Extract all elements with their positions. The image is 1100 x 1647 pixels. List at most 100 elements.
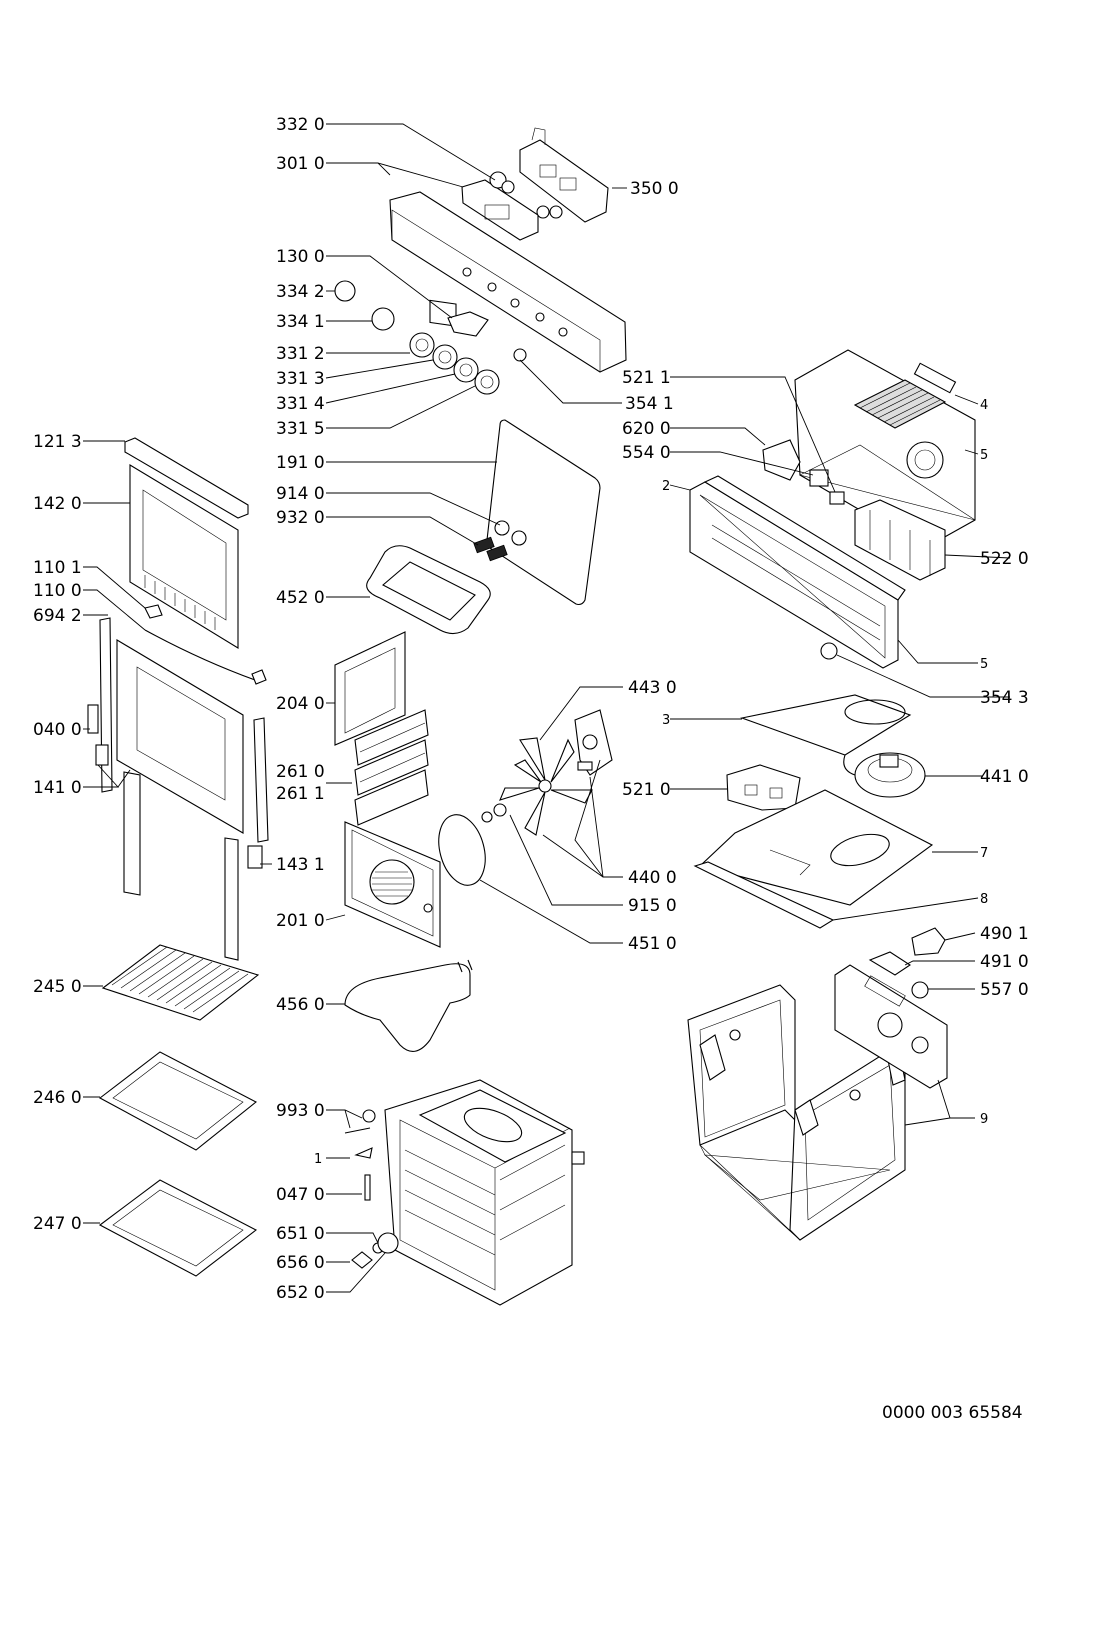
label-993-0: 993 0 — [276, 1101, 325, 1121]
label-261-0: 261 0 — [276, 762, 325, 782]
control-panel-group — [334, 127, 627, 395]
label-191-0: 191 0 — [276, 453, 325, 473]
inner-door-frame — [116, 639, 244, 834]
side-glass-left — [123, 771, 141, 896]
label-331-4: 331 4 — [276, 394, 325, 414]
door-strip — [144, 629, 256, 681]
label-354-3: 354 3 — [980, 688, 1029, 708]
label-110-1: 110 1 — [33, 558, 82, 578]
hinge-110-1 — [144, 604, 163, 619]
label-354-1: 354 1 — [625, 394, 674, 414]
label-521-1: 521 1 — [622, 368, 671, 388]
label-130-0: 130 0 — [276, 247, 325, 267]
label-694-2: 694 2 — [33, 606, 82, 626]
label-261-1: 261 1 — [276, 784, 325, 804]
part-labels: 332 0 301 0 350 0 130 0 334 2 334 1 331 … — [33, 115, 1029, 1423]
label-141-0: 141 0 — [33, 778, 82, 798]
knob-331-4 — [453, 357, 479, 383]
label-490-1: 490 1 — [980, 924, 1029, 944]
electronic-timer — [519, 127, 609, 223]
tray-246-0 — [98, 1051, 258, 1151]
label-452-0: 452 0 — [276, 588, 325, 608]
label-301-0: 301 0 — [276, 154, 325, 174]
door-outer-glass — [129, 464, 239, 649]
hinge-040-0 — [87, 704, 99, 734]
label-7: 7 — [980, 846, 988, 861]
module-521-0 — [726, 764, 801, 811]
label-491-0: 491 0 — [980, 952, 1029, 972]
panel-switch — [447, 311, 489, 337]
terminal-932-0 — [473, 536, 508, 562]
nut-915-0 — [493, 803, 507, 817]
switch-block — [854, 499, 946, 581]
bottom-element — [344, 963, 471, 1052]
label-451-0: 451 0 — [628, 934, 677, 954]
door-top-trim — [124, 437, 249, 519]
cooling-fan — [854, 752, 926, 798]
label-522-0: 522 0 — [980, 549, 1029, 569]
label-440-0: 440 0 — [628, 868, 677, 888]
indicator-lamp-354-3 — [820, 642, 838, 660]
label-8: 8 — [980, 892, 988, 907]
fan-cover — [344, 821, 441, 948]
label-047-0: 047 0 — [276, 1185, 325, 1205]
hinge-left — [99, 617, 113, 793]
leader-lines — [83, 123, 1011, 1293]
label-245-0: 245 0 — [33, 977, 82, 997]
label-247-0: 247 0 — [33, 1214, 82, 1234]
oven-cavity — [384, 1079, 585, 1306]
cooling-shroud — [794, 349, 976, 549]
tray-247-0 — [98, 1179, 258, 1277]
thermostat-554-0 — [809, 469, 829, 487]
label-143-1: 143 1 — [276, 855, 325, 875]
label-5-top: 5 — [980, 448, 988, 463]
relay-620-0 — [762, 439, 801, 481]
knob-331-3 — [432, 344, 458, 370]
label-557-0: 557 0 — [980, 980, 1029, 1000]
support-204-0 — [334, 631, 406, 746]
document-number: 0000 003 65584 — [882, 1403, 1023, 1423]
label-331-3: 331 3 — [276, 369, 325, 389]
label-554-0: 554 0 — [622, 443, 671, 463]
back-panel — [834, 927, 948, 1089]
label-040-0: 040 0 — [33, 720, 82, 740]
knob-331-5 — [474, 369, 500, 395]
switch-521-1 — [829, 491, 845, 505]
base-plate — [698, 789, 934, 906]
label-204-0: 204 0 — [276, 694, 325, 714]
ring-element — [438, 814, 486, 886]
label-456-0: 456 0 — [276, 995, 325, 1015]
label-651-0: 651 0 — [276, 1224, 325, 1244]
timer-knob-small — [489, 171, 507, 189]
rack-245-0 — [101, 944, 260, 1021]
label-1: 1 — [314, 1152, 322, 1167]
side-runners — [354, 709, 429, 826]
label-350-0: 350 0 — [630, 179, 679, 199]
label-5-bottom: 5 — [980, 657, 988, 672]
knob-331-2 — [409, 332, 435, 358]
label-246-0: 246 0 — [33, 1088, 82, 1108]
seal-191-0 — [486, 419, 601, 606]
panel-bracket — [461, 179, 539, 241]
indicator-lamp-354-1 — [513, 348, 527, 362]
label-2: 2 — [662, 479, 670, 494]
fan-motor — [574, 709, 613, 776]
label-332-0: 332 0 — [276, 115, 325, 135]
label-334-1: 334 1 — [276, 312, 325, 332]
label-441-0: 441 0 — [980, 767, 1029, 787]
deflector — [739, 694, 912, 776]
front-frame — [689, 475, 906, 669]
grill-element — [366, 545, 491, 635]
label-334-2: 334 2 — [276, 282, 325, 302]
label-201-0: 201 0 — [276, 911, 325, 931]
small-parts — [344, 1109, 399, 1269]
door-group — [87, 437, 269, 961]
label-142-0: 142 0 — [33, 494, 82, 514]
label-4: 4 — [980, 398, 988, 413]
label-331-2: 331 2 — [276, 344, 325, 364]
side-glass-right — [224, 837, 239, 961]
label-121-3: 121 3 — [33, 432, 82, 452]
label-521-0: 521 0 — [622, 780, 671, 800]
nut-914-0 — [494, 520, 510, 536]
